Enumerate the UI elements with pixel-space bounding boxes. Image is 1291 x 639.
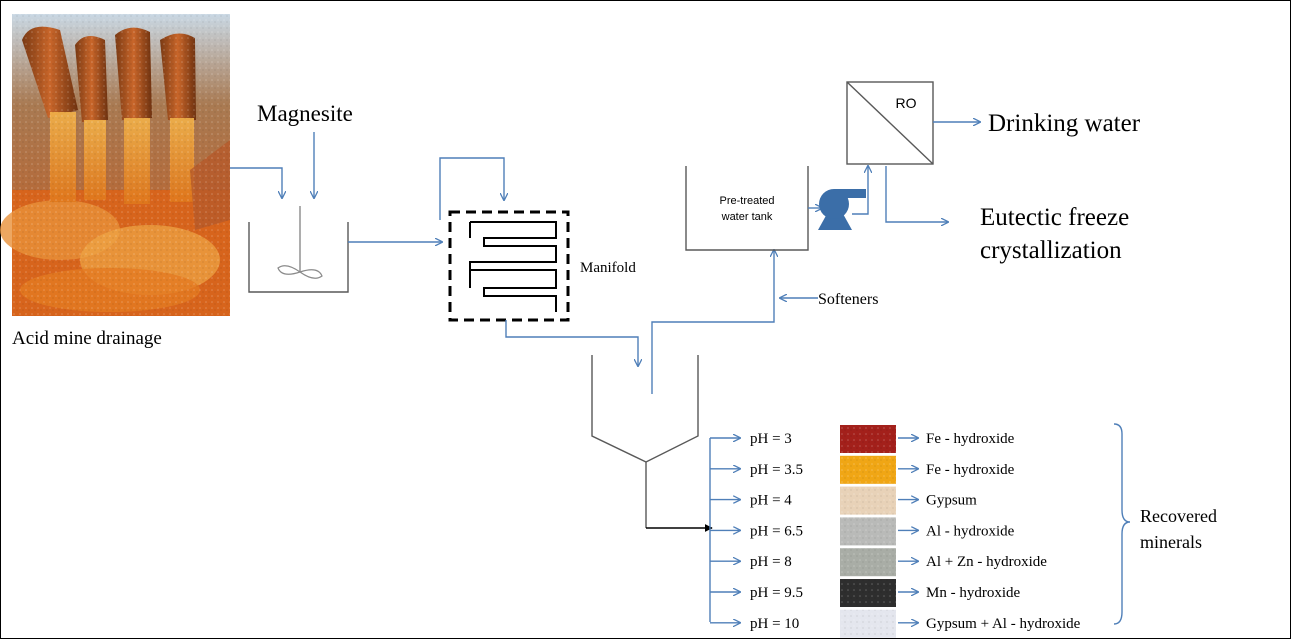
recovered-brace	[1113, 423, 1131, 625]
recovered-label-line2: minerals	[1140, 532, 1202, 552]
stage-row: pH = 8 Al + Zn - hydroxide	[710, 548, 1047, 577]
stage-mineral-label: Al + Zn - hydroxide	[926, 554, 1047, 570]
drainage-to-tank-arrow	[230, 167, 282, 198]
stage-ph-label: pH = 9.5	[750, 585, 803, 601]
eutectic-label-line1: Eutectic freeze	[980, 204, 1129, 231]
stage-row: pH = 9.5 Mn - hydroxide	[710, 579, 1020, 607]
stage-ph-label: pH = 4	[750, 493, 792, 509]
pretreated-tank-label-line2: water tank	[721, 211, 773, 223]
stage-mineral-label: Mn - hydroxide	[926, 585, 1020, 601]
manifold-label: Manifold	[580, 260, 636, 276]
ro-label: RO	[896, 95, 917, 111]
stage-row: pH = 6.5 Al - hydroxide	[710, 517, 1015, 546]
settler-vessel	[591, 355, 699, 463]
manifold-coil	[469, 221, 557, 312]
stage-row: pH = 4 Gypsum	[710, 486, 977, 515]
ro-unit	[846, 81, 934, 165]
stage-ph-label: pH = 8	[750, 554, 792, 570]
pretreated-tank-label-line1: Pre-treated	[719, 195, 774, 207]
stage-row: pH = 3.5 Fe - hydroxide	[710, 455, 1015, 484]
pretreated-water-tank	[685, 166, 809, 251]
stage-mineral-label: Fe - hydroxide	[926, 431, 1015, 447]
eutectic-label-line2: crystallization	[980, 237, 1122, 264]
overflow-to-tank-arrow	[651, 250, 774, 394]
mixing-tank	[248, 222, 349, 293]
drinking-water-label: Drinking water	[988, 110, 1141, 137]
stage-ph-label: pH = 3.5	[750, 462, 803, 478]
stage-mineral-label: Gypsum + Al - hydroxide	[926, 616, 1081, 632]
stage-mineral-label: Al - hydroxide	[926, 523, 1015, 539]
stage-mineral-label: Gypsum	[926, 493, 977, 509]
acid-mine-drainage-photo	[0, 14, 230, 316]
agitator-impeller-icon	[277, 265, 323, 279]
ro-to-eutectic-arrow	[885, 166, 948, 222]
stage-ph-label: pH = 10	[750, 616, 799, 632]
softeners-label: Softeners	[818, 291, 878, 308]
precipitation-stages: pH = 3 Fe - hydroxide pH = 3.5 Fe - hydroxi…	[710, 425, 1081, 638]
manifold-box	[448, 210, 570, 322]
pump-icon	[818, 189, 866, 230]
pump-to-ro-arrow	[852, 166, 868, 215]
magnesite-label: Magnesite	[257, 101, 353, 126]
recovered-label-line1: Recovered	[1140, 506, 1217, 526]
stage-ph-label: pH = 3	[750, 431, 792, 447]
stage-row: pH = 3 Fe - hydroxide	[710, 425, 1015, 453]
stage-mineral-label: Fe - hydroxide	[926, 462, 1015, 478]
manifold-to-settler-arrow	[505, 320, 638, 366]
acid-mine-drainage-label: Acid mine drainage	[12, 328, 162, 349]
recycle-to-manifold-arrow	[439, 157, 504, 220]
stage-ph-label: pH = 6.5	[750, 523, 803, 539]
stage-row: pH = 10 Gypsum + Al - hydroxide	[710, 609, 1081, 638]
